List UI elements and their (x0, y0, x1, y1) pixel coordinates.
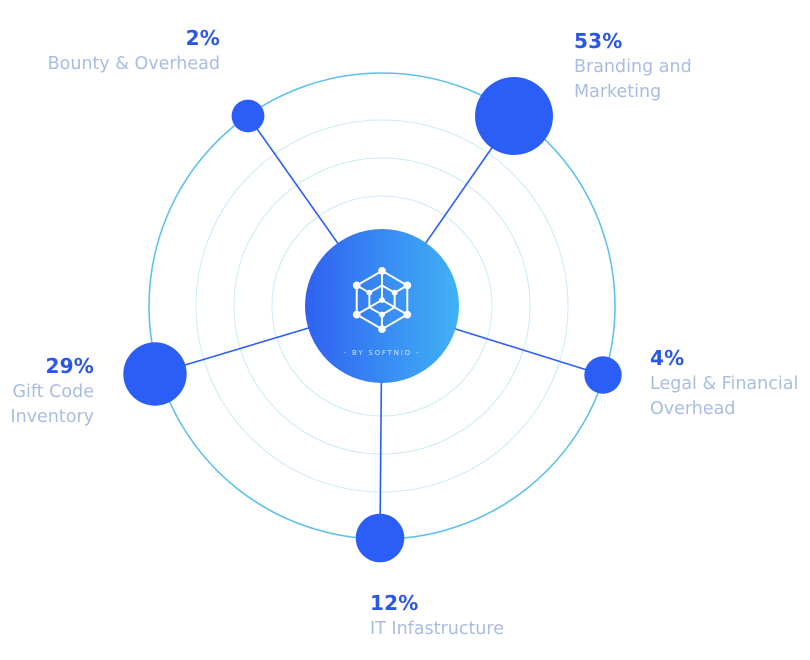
slice-label-legal: 4% Legal & Financial Overhead (650, 348, 808, 422)
allocation-nodes (123, 77, 622, 563)
inner-ring (271, 195, 493, 417)
allocation-node (123, 342, 187, 406)
slice-percent: 2% (185, 26, 220, 50)
slice-label-gift-code: 29% Gift Code Inventory (2, 356, 94, 430)
inner-ring (233, 157, 531, 455)
slice-name: Legal & Financial Overhead (650, 374, 799, 419)
slice-label-bounty: 2% Bounty & Overhead (20, 28, 220, 77)
slice-name: Gift Code Inventory (10, 382, 94, 427)
allocation-node (231, 99, 265, 133)
center-hub (305, 229, 459, 383)
inner-ring (195, 119, 569, 493)
allocation-node (475, 77, 553, 155)
slice-percent: 29% (45, 354, 94, 378)
slice-percent: 4% (650, 346, 685, 370)
slice-name: Bounty & Overhead (47, 54, 220, 74)
slice-percent: 53% (574, 29, 623, 53)
slice-label-branding: 53% Branding and Marketing (574, 31, 724, 105)
brand-text: - BY SOFTNIO - (343, 349, 421, 357)
slice-percent: 12% (370, 591, 419, 615)
allocation-node (355, 513, 405, 563)
slice-label-it: 12% IT Infastructure (370, 593, 504, 642)
slice-name: Branding and Marketing (574, 57, 692, 102)
slice-name: IT Infastructure (370, 619, 504, 639)
allocation-node (584, 356, 622, 394)
network-cube-icon (352, 266, 412, 334)
